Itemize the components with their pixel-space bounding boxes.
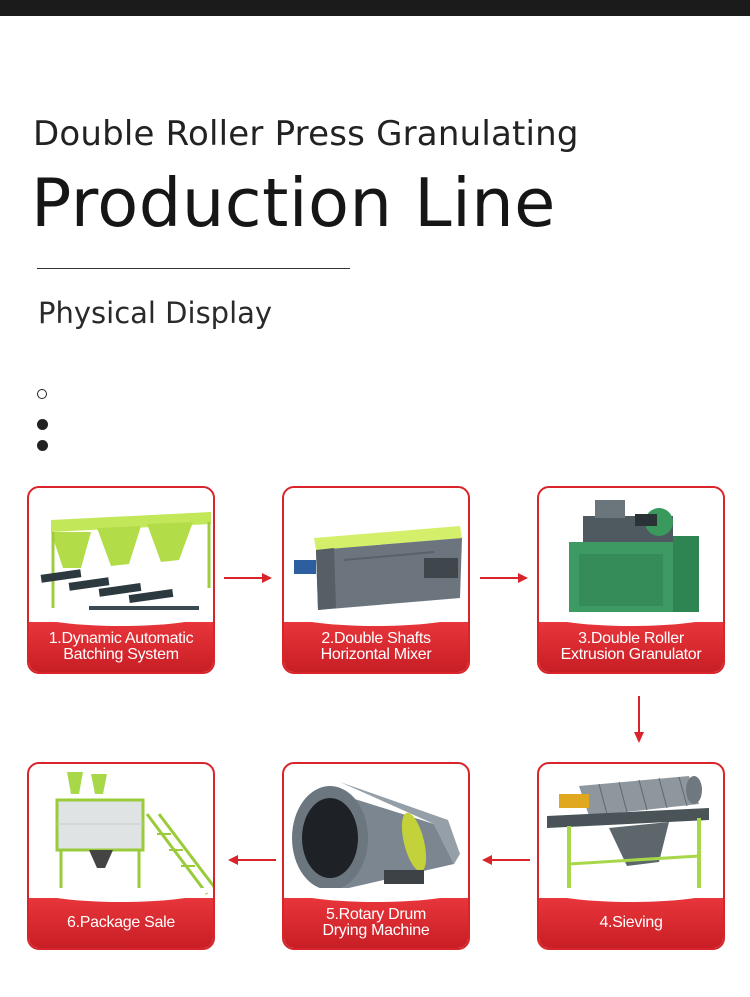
- step-card-batching: 1.Dynamic Automatic Batching System: [27, 486, 215, 674]
- section-heading: Physical Display: [38, 296, 273, 330]
- step-label: 5.Rotary Drum Drying Machine: [284, 888, 468, 948]
- step-card-mixer: 2.Double Shafts Horizontal Mixer: [282, 486, 470, 674]
- bullet-icon: [37, 419, 48, 430]
- step-card-sieving: 4.Sieving: [537, 762, 725, 950]
- arrow-left-icon: [228, 855, 276, 865]
- mixer-machine-image: [294, 526, 462, 610]
- step-card-package: 6.Package Sale: [27, 762, 215, 950]
- page-title: Production Line: [31, 164, 556, 242]
- step-label: 2.Double Shafts Horizontal Mixer: [284, 612, 468, 672]
- arrow-left-icon: [482, 855, 530, 865]
- step-label: 4.Sieving: [539, 888, 723, 948]
- step-card-granulator: 3.Double Roller Extrusion Granulator: [537, 486, 725, 674]
- arrow-right-icon: [224, 573, 272, 583]
- packaging-machine-image: [55, 772, 213, 896]
- step-label: 1.Dynamic Automatic Batching System: [29, 612, 213, 672]
- sieving-machine-image: [547, 776, 709, 896]
- step-label: 6.Package Sale: [29, 888, 213, 948]
- hollow-bullet-icon: [37, 389, 47, 399]
- arrow-right-icon: [480, 573, 528, 583]
- arrow-down-icon: [634, 696, 644, 743]
- granulator-machine-image: [569, 500, 699, 618]
- page-subtitle: Double Roller Press Granulating: [33, 114, 579, 154]
- title-divider: [37, 268, 350, 269]
- dryer-machine-image: [292, 782, 460, 890]
- batching-machine-image: [40, 512, 211, 610]
- step-card-dryer: 5.Rotary Drum Drying Machine: [282, 762, 470, 950]
- top-bar: [0, 0, 750, 16]
- bullet-icon: [37, 440, 48, 451]
- step-label: 3.Double Roller Extrusion Granulator: [539, 612, 723, 672]
